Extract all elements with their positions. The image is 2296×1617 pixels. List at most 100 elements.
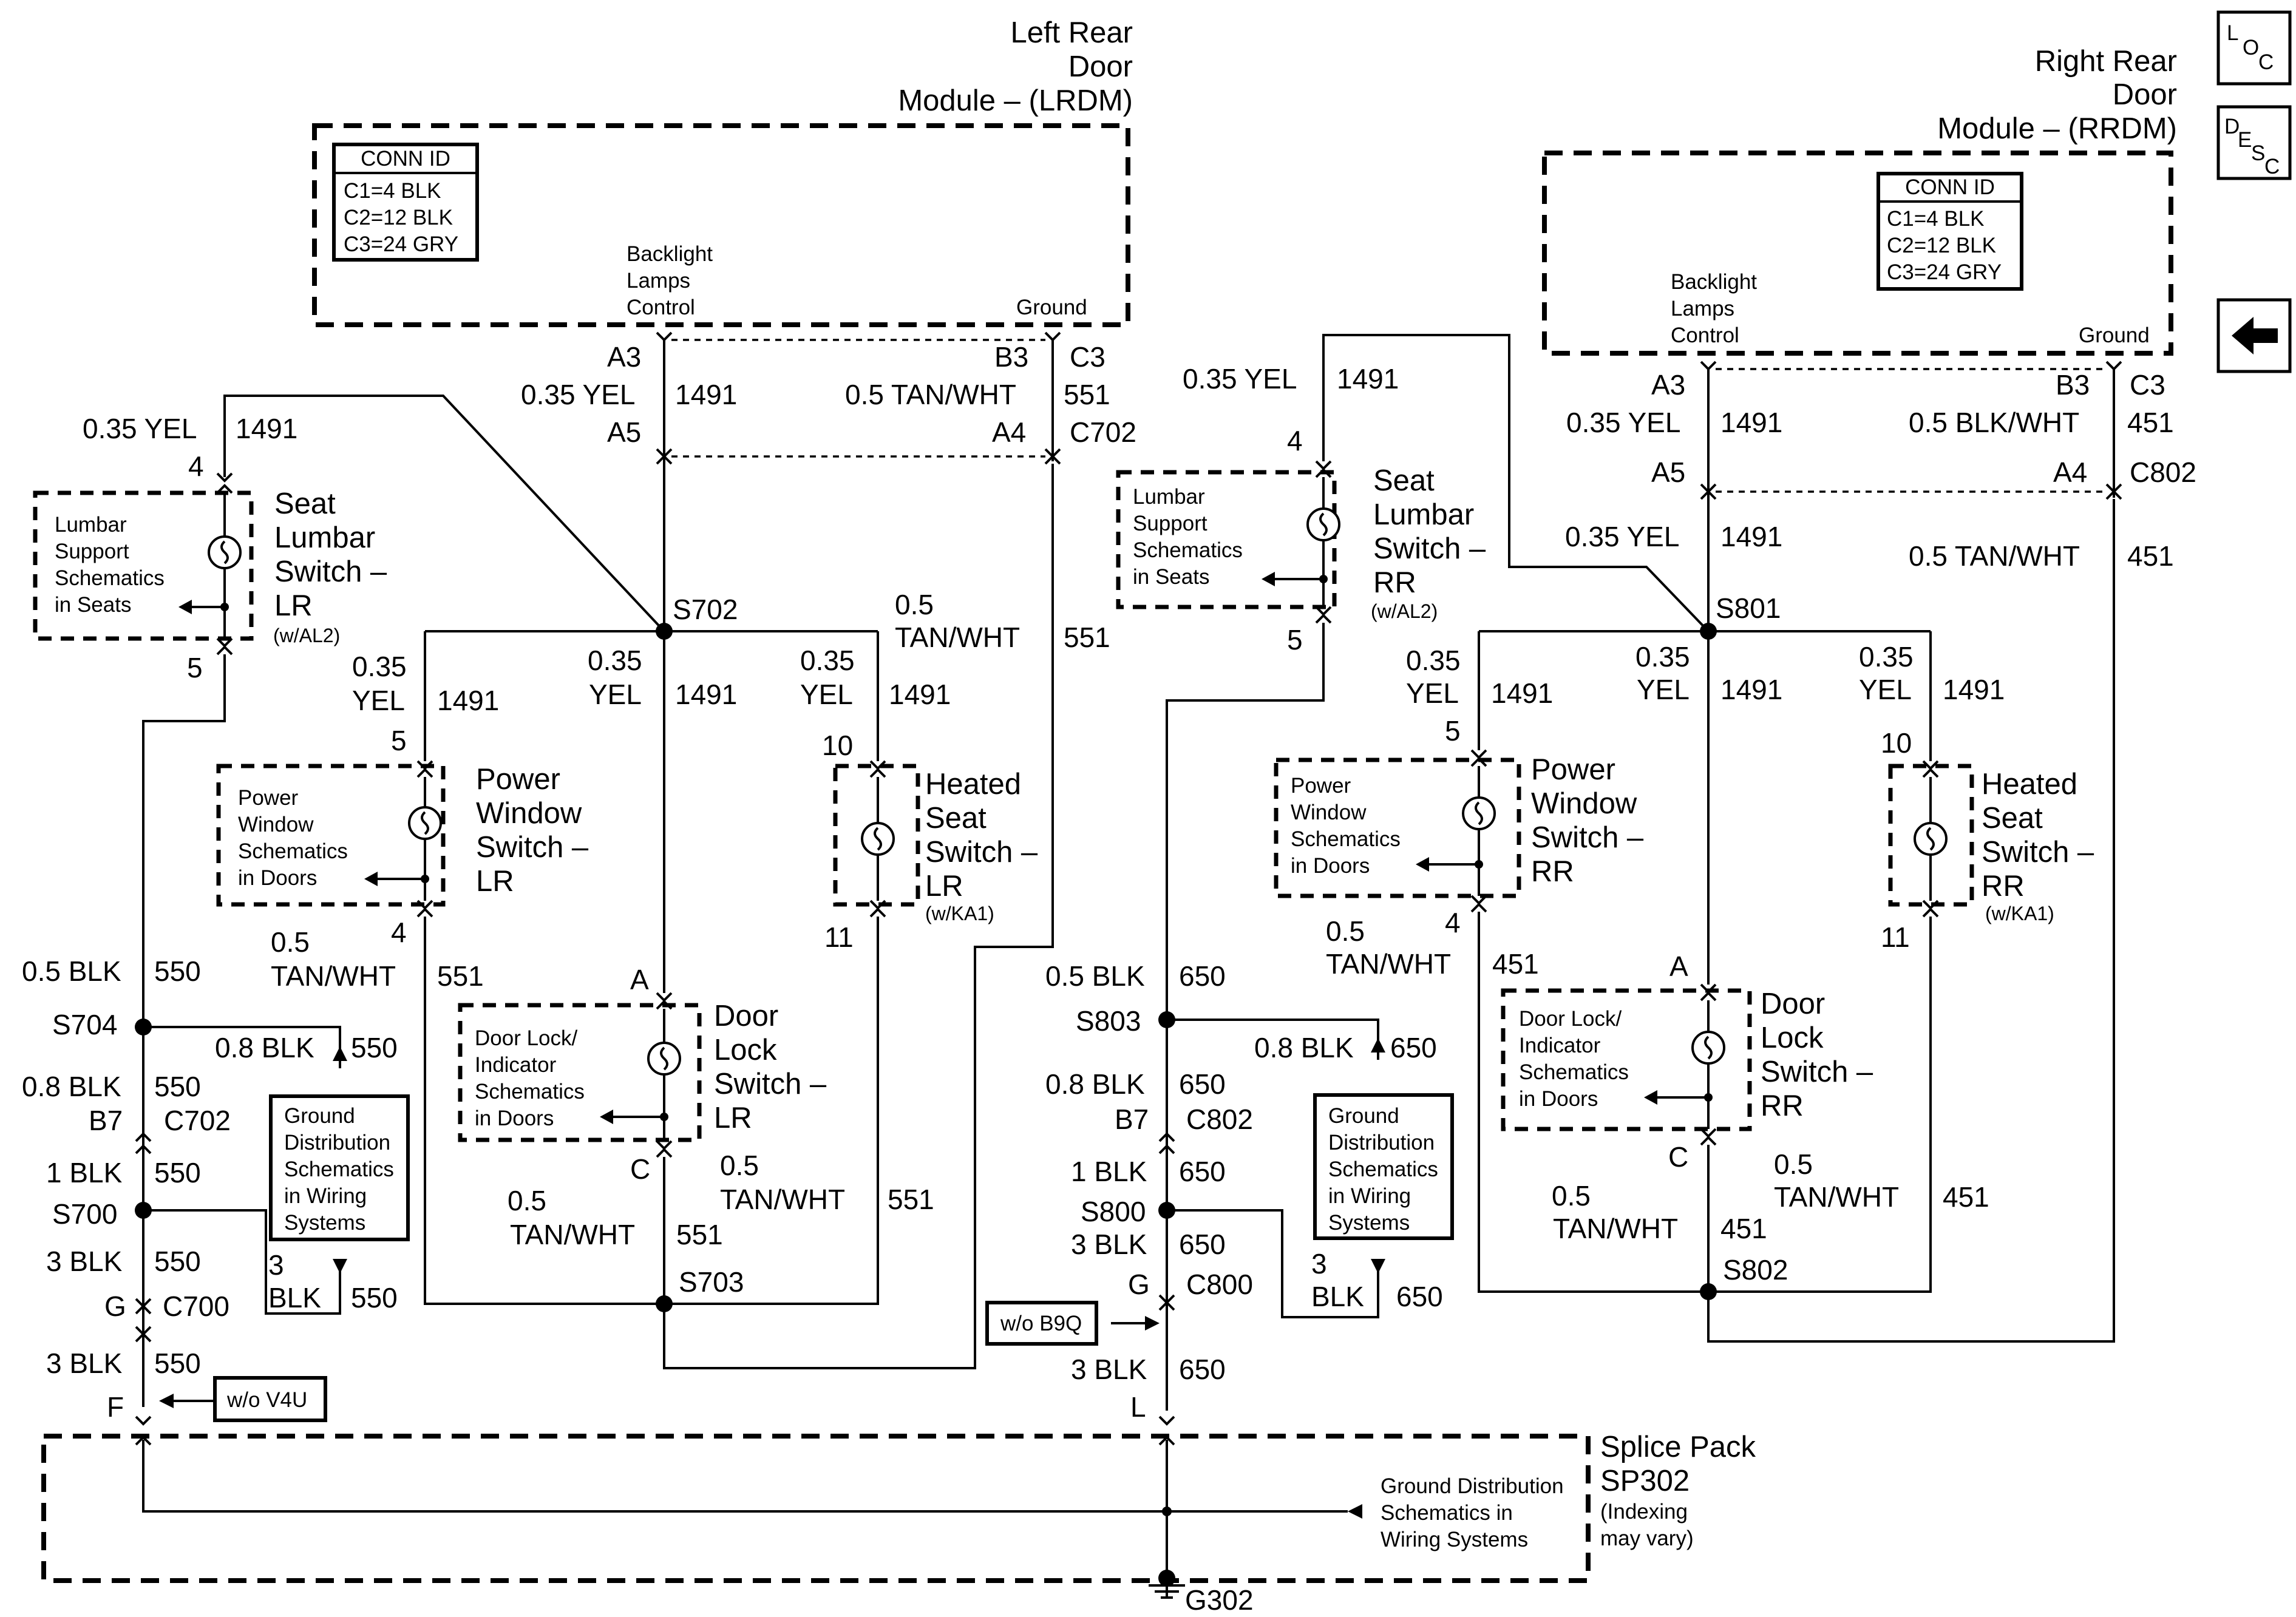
svg-text:YEL: YEL <box>589 679 642 710</box>
svg-text:BLK: BLK <box>268 1282 321 1314</box>
svg-text:1491: 1491 <box>889 679 951 710</box>
svg-text:Lamps: Lamps <box>627 269 690 293</box>
svg-text:Schematics: Schematics <box>1328 1158 1438 1181</box>
svg-text:550: 550 <box>154 1157 201 1188</box>
svg-text:1 BLK: 1 BLK <box>46 1157 123 1188</box>
svg-text:Door: Door <box>2113 78 2177 111</box>
svg-text:C802: C802 <box>2130 456 2196 488</box>
svg-text:0.35 YEL: 0.35 YEL <box>83 413 197 444</box>
desc-icon[interactable]: D E S C <box>2216 105 2292 180</box>
svg-text:C: C <box>2264 155 2280 178</box>
svg-text:in Doors: in Doors <box>1291 854 1370 878</box>
svg-text:YEL: YEL <box>352 685 405 716</box>
svg-text:3 BLK: 3 BLK <box>1071 1354 1147 1385</box>
svg-text:C2=12 BLK: C2=12 BLK <box>1887 234 1996 257</box>
svg-text:Module – (RRDM): Module – (RRDM) <box>1937 112 2177 145</box>
svg-text:S703: S703 <box>679 1266 744 1298</box>
svg-text:B7: B7 <box>1115 1103 1149 1135</box>
svg-text:550: 550 <box>154 1348 201 1379</box>
svg-text:3: 3 <box>268 1249 284 1281</box>
svg-text:0.5: 0.5 <box>895 589 934 620</box>
svg-text:Distribution: Distribution <box>284 1131 390 1154</box>
svg-text:YEL: YEL <box>1859 674 1912 705</box>
svg-text:Power: Power <box>238 786 299 810</box>
svg-text:Window: Window <box>476 797 582 830</box>
svg-text:0.5: 0.5 <box>508 1185 546 1216</box>
svg-text:Power: Power <box>1531 753 1615 786</box>
right-labels: A3 B3 C3 0.35 YEL 1491 0.5 BLK/WHT 451 A… <box>1000 363 2196 1423</box>
svg-text:4: 4 <box>1287 425 1303 456</box>
svg-text:0.8 BLK: 0.8 BLK <box>1254 1032 1354 1063</box>
conn-id-box: CONN ID C1=4 BLK C2=12 BLK C3=24 GRY <box>332 143 479 262</box>
svg-text:S802: S802 <box>1723 1254 1788 1286</box>
svg-text:550: 550 <box>351 1282 398 1314</box>
svg-text:Window: Window <box>1291 801 1367 824</box>
back-arrow-icon[interactable] <box>2216 298 2292 373</box>
svg-text:650: 650 <box>1179 1229 1226 1260</box>
svg-text:Schematics: Schematics <box>1291 827 1401 851</box>
svg-text:Ground: Ground <box>284 1104 355 1128</box>
svg-text:551: 551 <box>888 1184 934 1215</box>
svg-text:in Seats: in Seats <box>55 593 131 617</box>
svg-text:Door: Door <box>714 1000 778 1032</box>
svg-text:Ground: Ground <box>2079 324 2150 347</box>
svg-text:Switch –: Switch – <box>1761 1056 1873 1088</box>
svg-text:Window: Window <box>238 813 314 836</box>
svg-text:0.35 YEL: 0.35 YEL <box>521 379 635 410</box>
svg-text:(w/AL2): (w/AL2) <box>1371 600 1438 622</box>
svg-text:in Wiring: in Wiring <box>284 1184 367 1208</box>
svg-text:650: 650 <box>1179 1156 1226 1187</box>
left-wiring <box>33 331 1061 1426</box>
svg-text:TAN/WHT: TAN/WHT <box>895 622 1020 653</box>
svg-text:0.8 BLK: 0.8 BLK <box>215 1032 314 1063</box>
svg-text:4: 4 <box>188 450 204 482</box>
svg-text:TAN/WHT: TAN/WHT <box>271 960 396 992</box>
svg-text:451: 451 <box>2127 407 2174 438</box>
svg-text:4: 4 <box>391 917 407 948</box>
svg-text:0.5: 0.5 <box>271 926 310 958</box>
svg-text:1491: 1491 <box>1337 363 1399 395</box>
svg-text:Schematics: Schematics <box>238 839 348 863</box>
svg-text:550: 550 <box>351 1032 398 1063</box>
svg-text:Door Lock/: Door Lock/ <box>475 1026 578 1050</box>
svg-text:w/o V4U: w/o V4U <box>226 1388 307 1412</box>
svg-text:1 BLK: 1 BLK <box>1071 1156 1147 1187</box>
svg-text:0.35: 0.35 <box>352 651 407 682</box>
svg-text:S702: S702 <box>673 594 738 625</box>
svg-text:0.35: 0.35 <box>1635 641 1690 673</box>
svg-text:A3: A3 <box>1651 369 1685 401</box>
svg-text:Switch –: Switch – <box>1531 821 1644 854</box>
svg-text:S704: S704 <box>52 1009 117 1040</box>
loc-icon[interactable]: L O C <box>2216 10 2292 86</box>
svg-text:1491: 1491 <box>437 685 499 716</box>
svg-text:Door: Door <box>1761 988 1825 1020</box>
svg-text:Support: Support <box>1133 512 1207 535</box>
svg-text:Control: Control <box>627 296 695 319</box>
svg-text:0.5 TAN/WHT: 0.5 TAN/WHT <box>845 379 1016 410</box>
svg-text:Module – (LRDM): Module – (LRDM) <box>898 84 1133 117</box>
svg-text:A5: A5 <box>1651 456 1685 488</box>
svg-text:C802: C802 <box>1186 1103 1253 1135</box>
svg-text:SP302: SP302 <box>1600 1465 1690 1497</box>
svg-text:C3=24 GRY: C3=24 GRY <box>344 232 458 256</box>
svg-text:Lock: Lock <box>1761 1022 1824 1054</box>
svg-text:LR: LR <box>476 865 514 898</box>
svg-text:A4: A4 <box>992 416 1026 448</box>
svg-text:1491: 1491 <box>1943 674 2005 705</box>
svg-text:1491: 1491 <box>1491 677 1553 709</box>
svg-text:S: S <box>2251 141 2265 165</box>
svg-text:650: 650 <box>1390 1032 1437 1063</box>
left-labels: A3 B3 C3 0.35 YEL 1491 0.5 TAN/WHT 551 A… <box>22 341 1136 1423</box>
svg-text:TAN/WHT: TAN/WHT <box>510 1219 635 1250</box>
svg-text:CONN ID: CONN ID <box>361 147 450 171</box>
svg-text:A3: A3 <box>607 341 641 373</box>
svg-text:Indicator: Indicator <box>475 1053 557 1077</box>
svg-text:3 BLK: 3 BLK <box>46 1348 123 1379</box>
svg-text:Lock: Lock <box>714 1034 777 1066</box>
svg-text:0.5 BLK: 0.5 BLK <box>1045 960 1145 992</box>
svg-text:D: D <box>2224 115 2240 138</box>
svg-text:551: 551 <box>676 1219 723 1250</box>
svg-text:1491: 1491 <box>675 679 737 710</box>
svg-text:Lumbar: Lumbar <box>55 513 127 537</box>
